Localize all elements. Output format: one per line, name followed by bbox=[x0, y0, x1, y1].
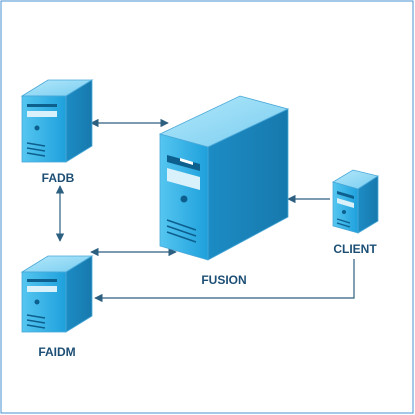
client-server-icon bbox=[331, 169, 379, 234]
fadb-server-icon bbox=[20, 79, 94, 163]
fusion-label: FUSION bbox=[201, 273, 246, 287]
connector-client-faidm bbox=[94, 259, 355, 303]
faidm-server-icon bbox=[20, 255, 94, 333]
fusion-server-icon bbox=[158, 95, 290, 261]
fadb-label: FADB bbox=[42, 171, 75, 185]
faidm-label: FAIDM bbox=[38, 345, 75, 359]
connectors bbox=[55, 118, 355, 303]
client-label: CLIENT bbox=[333, 242, 377, 256]
